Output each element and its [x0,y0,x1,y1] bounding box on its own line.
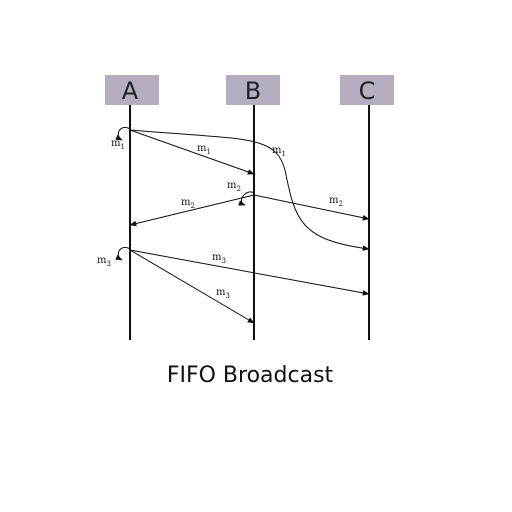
message-m3-a-to-c [129,249,370,296]
label-m3-self-a: m3 [97,255,111,268]
process-a-box [105,75,159,105]
label-m1-a-to-b: m1 [197,143,211,156]
diagram-caption: FIFO Broadcast [167,363,334,388]
label-m3-a-to-c: m3 [212,252,226,265]
self-delivery-m1-a [115,127,131,141]
label-m2-b-to-a: m2 [181,197,195,210]
label-m2-self-b: m2 [227,180,241,193]
process-c-box [340,75,394,105]
process-c-label: C [359,77,376,105]
label-m1-a-to-c: m1 [272,145,286,158]
self-delivery-m3-a [115,247,131,261]
process-c: C [340,75,394,105]
message-m2-b-to-c [253,194,370,221]
process-b-label: B [245,77,261,105]
message-m2-b-to-a [129,194,255,227]
process-b: B [226,75,280,105]
process-a: A [105,75,159,105]
message-m1-a-to-b [129,129,255,175]
message-m1-a-to-c [129,129,370,251]
label-m3-a-to-b: m3 [216,287,230,300]
self-delivery-m2-b [238,191,255,206]
process-b-box [226,75,280,105]
label-m1-self-a: m1 [111,138,125,151]
label-m2-b-to-c: m2 [329,195,343,208]
message-m3-a-to-b [129,249,255,324]
process-a-label: A [122,77,139,105]
